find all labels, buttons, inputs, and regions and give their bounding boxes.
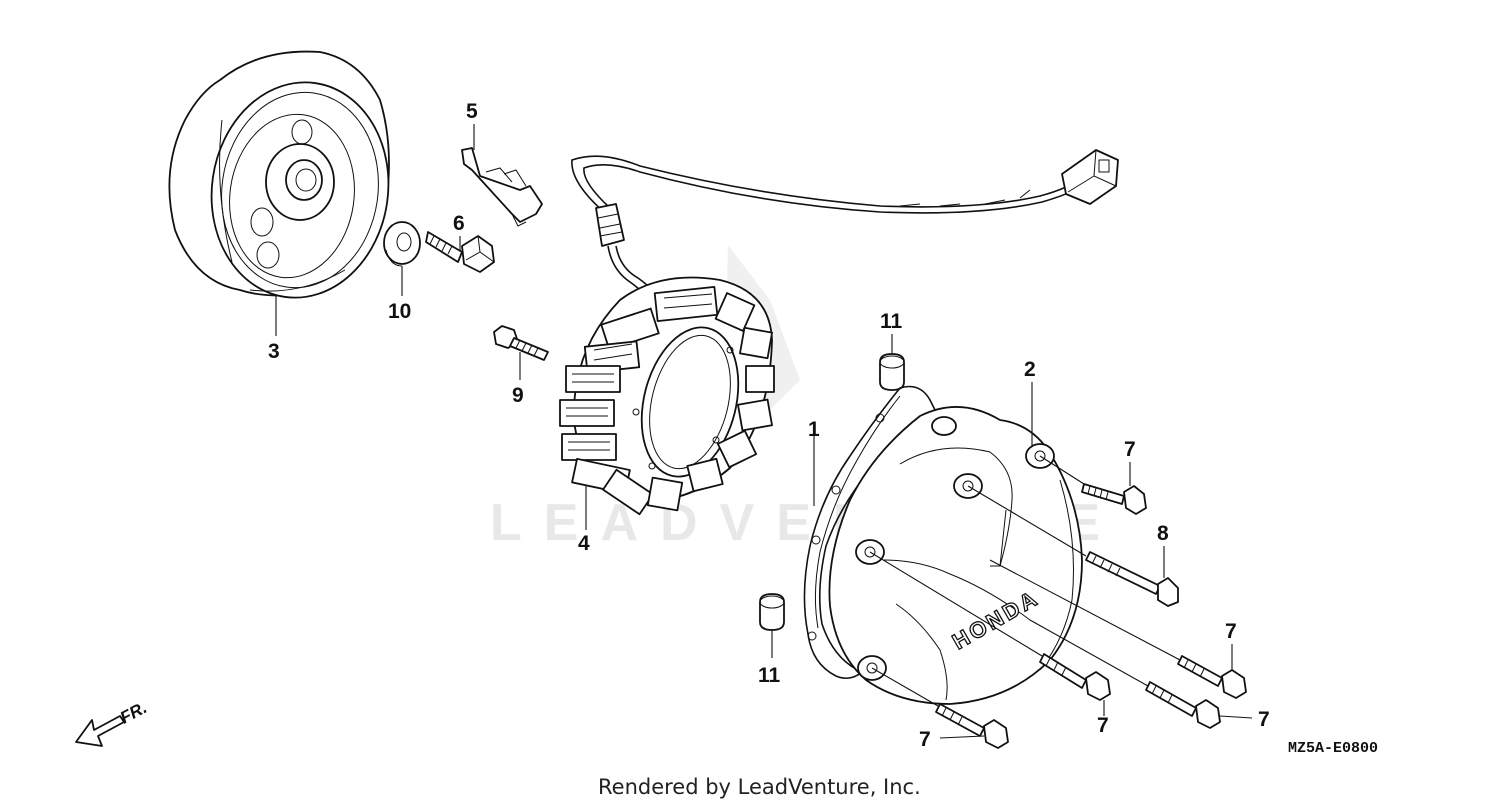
callout-3: 3 xyxy=(268,340,280,363)
flywheel xyxy=(168,50,390,299)
cover-bolt-a xyxy=(1081,483,1147,515)
callout-5: 5 xyxy=(466,100,478,123)
flywheel-bolt xyxy=(425,231,495,273)
diagram-code: MZ5A-E0800 xyxy=(1288,740,1378,757)
cover-bolt-c xyxy=(1177,655,1247,699)
callout-labels: 3 10 6 5 9 4 11 1 2 7 8 7 7 7 7 11 xyxy=(268,100,1270,751)
callout-11-lower: 11 xyxy=(758,664,781,687)
callout-2: 2 xyxy=(1024,358,1036,381)
callout-1: 1 xyxy=(808,418,820,441)
stator xyxy=(559,276,775,516)
dowel-pin-lower xyxy=(759,593,785,631)
wire-clamp xyxy=(461,147,543,227)
generator-cover: HONDA xyxy=(828,406,1083,705)
front-indicator: FR. xyxy=(75,698,150,747)
callout-7-b: 7 xyxy=(1225,620,1237,643)
bolt-guide-lines xyxy=(869,455,1181,707)
callout-7-c: 7 xyxy=(1097,714,1109,737)
callout-9: 9 xyxy=(512,384,524,407)
dowel-pin-upper xyxy=(879,353,905,391)
callout-7-a: 7 xyxy=(1124,438,1136,461)
washer xyxy=(383,221,421,267)
stator-screw xyxy=(493,325,549,361)
cover-bolt-e xyxy=(935,703,1009,749)
cover-bolt-d xyxy=(1145,681,1221,729)
credit-line: Rendered by LeadVenture, Inc. xyxy=(598,775,921,799)
callout-4: 4 xyxy=(578,532,590,555)
stator-wire-harness xyxy=(571,149,1119,361)
front-arrow-icon xyxy=(75,715,125,747)
callout-6: 6 xyxy=(453,212,465,235)
callout-7-e: 7 xyxy=(919,728,931,751)
cover-bolt-b xyxy=(1039,653,1111,701)
callout-10: 10 xyxy=(388,300,411,323)
callout-8: 8 xyxy=(1157,522,1169,545)
cover-bolt-long xyxy=(1085,551,1179,607)
callout-11-upper: 11 xyxy=(880,310,903,333)
callout-7-d: 7 xyxy=(1258,708,1270,731)
leader-lines xyxy=(275,124,1253,739)
